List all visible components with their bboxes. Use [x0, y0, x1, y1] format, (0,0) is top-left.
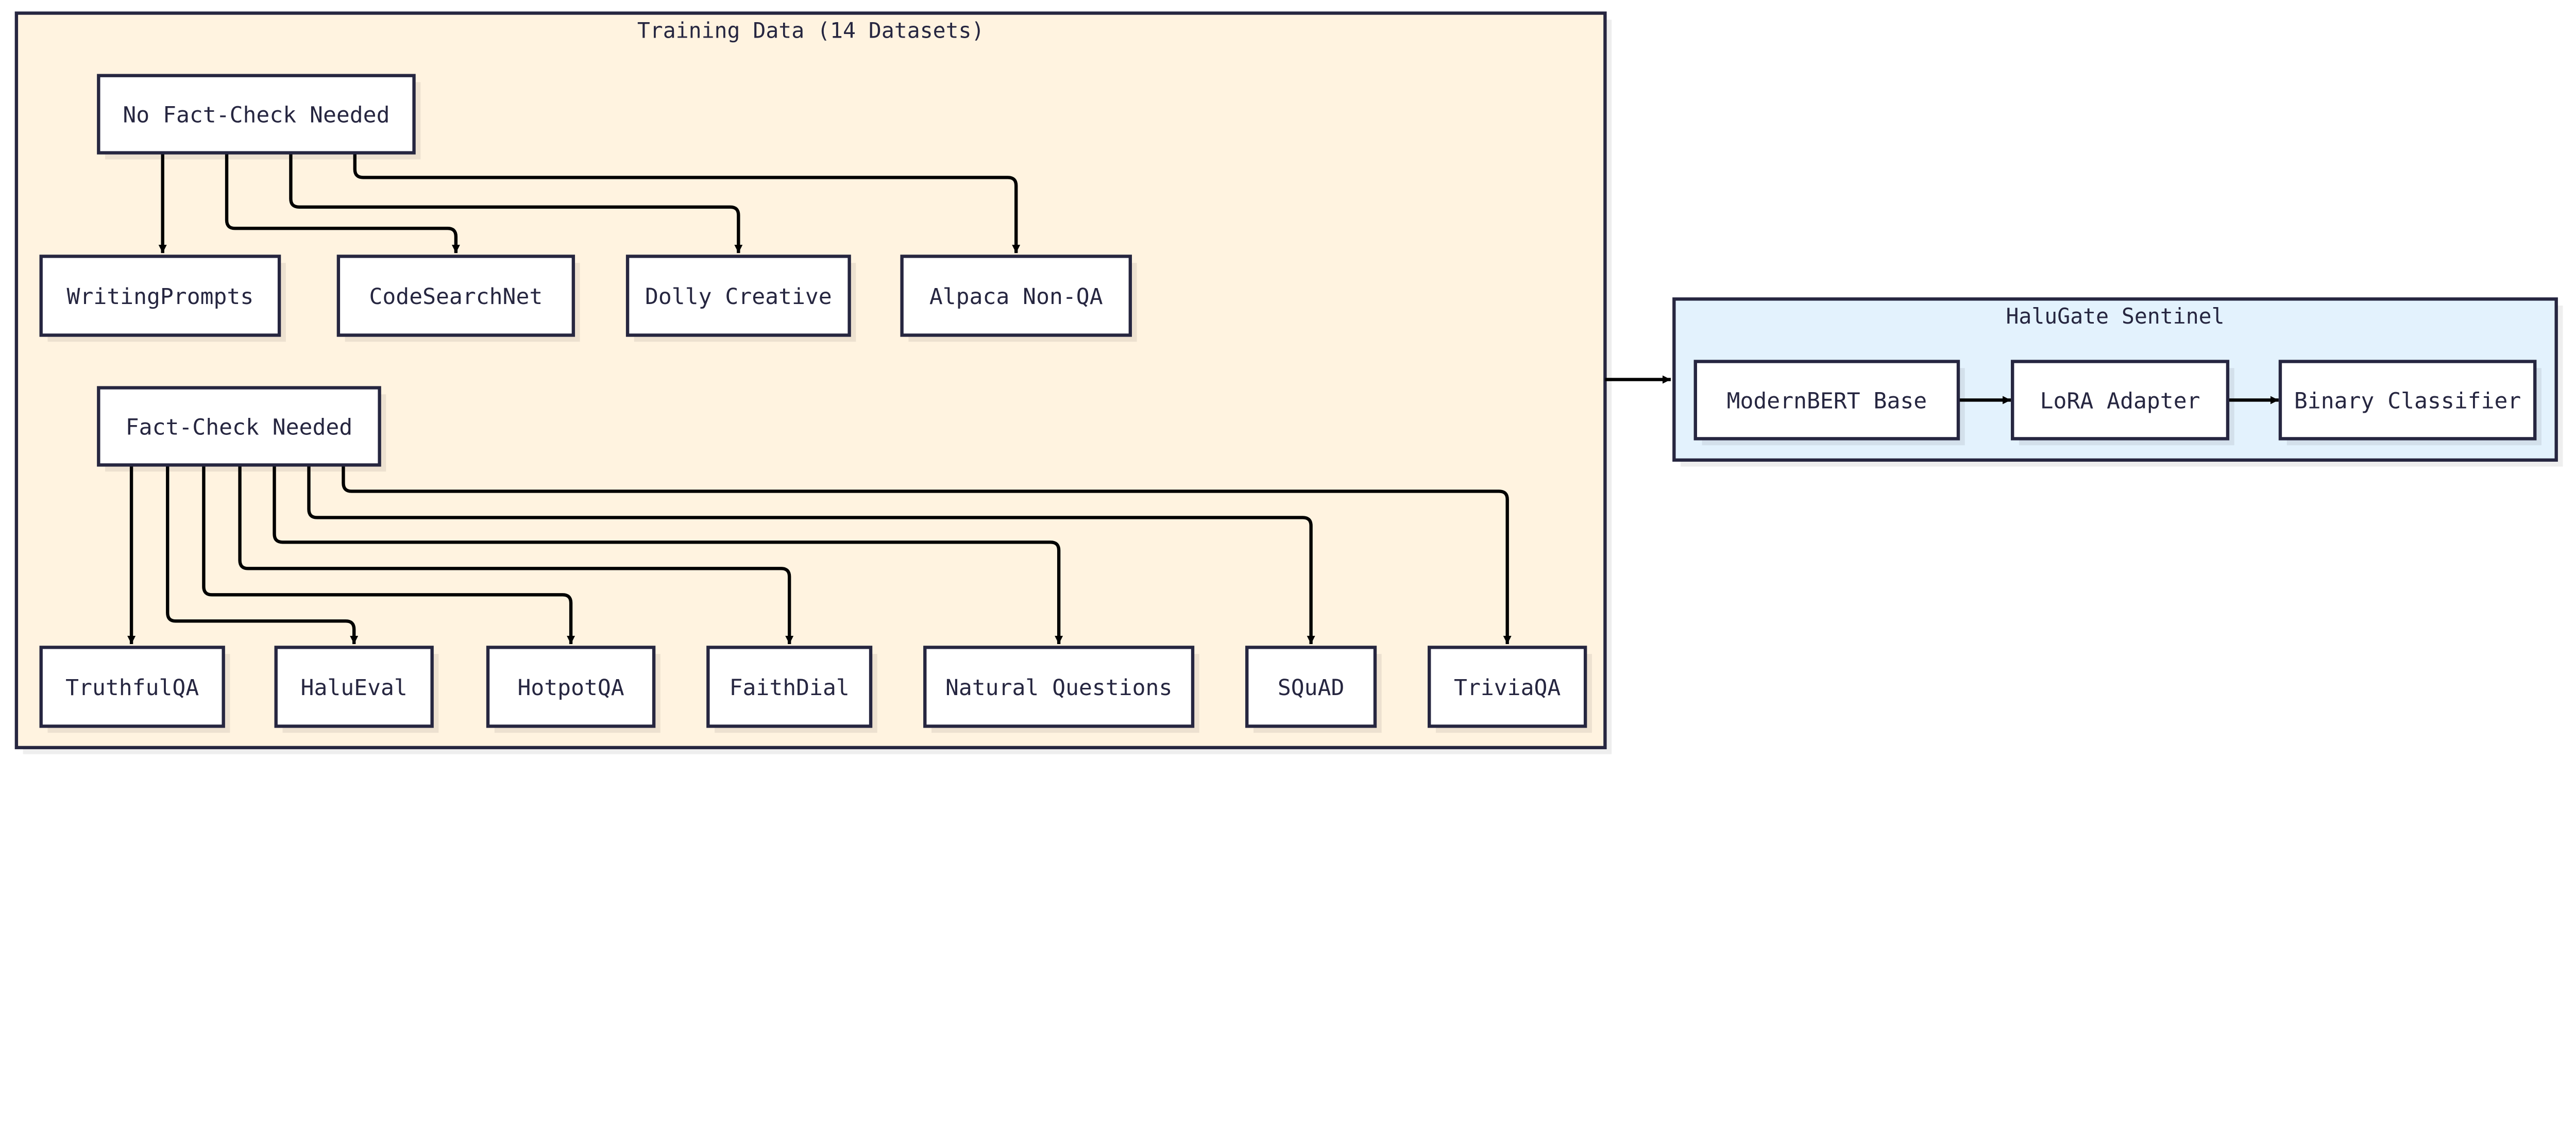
node-codesearchnet[interactable]: CodeSearchNet [336, 255, 580, 342]
node-binary[interactable]: Binary Classifier [2278, 360, 2541, 446]
node-label: HaluEval [301, 675, 408, 701]
node-frame[interactable] [274, 646, 434, 728]
node-frame[interactable] [2011, 360, 2230, 441]
node-frame[interactable] [2278, 360, 2537, 441]
edges-layer [127, 153, 2279, 644]
node-frame[interactable] [706, 646, 873, 728]
edge-fact-squad [307, 465, 1315, 644]
node-frame[interactable] [1428, 646, 1587, 728]
node-hotpotqa[interactable]: HotpotQA [486, 646, 660, 733]
edge-no_fact-alpaca [353, 153, 1021, 254]
node-halueval[interactable]: HaluEval [274, 646, 439, 733]
node-label: TruthfulQA [65, 675, 199, 701]
edge-fact-nq [273, 465, 1063, 644]
diagram: Training Data (14 Datasets) HaluGate Sent… [14, 11, 2563, 754]
node-label: Fact-Check Needed [126, 414, 352, 440]
node-frame[interactable] [625, 255, 851, 337]
node-frame[interactable] [39, 255, 281, 337]
node-frame[interactable] [97, 74, 416, 155]
node-faithdial[interactable]: FaithDial [706, 646, 877, 733]
edge-fact-faithdial [238, 465, 794, 644]
node-frame[interactable] [1245, 646, 1377, 728]
node-alpaca[interactable]: Alpaca Non-QA [900, 255, 1137, 342]
node-label: Alpaca Non-QA [929, 284, 1103, 310]
node-lora[interactable]: LoRA Adapter [2011, 360, 2234, 446]
node-frame[interactable] [39, 646, 225, 728]
group-title: Training Data (14 Datasets) [637, 18, 985, 43]
edge-fact-halueval [166, 465, 359, 644]
node-frame[interactable] [900, 255, 1132, 337]
node-fact[interactable]: Fact-Check Needed [97, 386, 386, 472]
node-frame[interactable] [97, 386, 381, 467]
node-label: WritingPrompts [67, 284, 254, 310]
node-label: LoRA Adapter [2040, 388, 2200, 414]
node-label: HotpotQA [517, 675, 624, 701]
node-label: Binary Classifier [2294, 388, 2521, 414]
node-label: Dolly Creative [645, 284, 832, 310]
node-frame[interactable] [336, 255, 575, 337]
node-triviaqa[interactable]: TriviaQA [1428, 646, 1592, 733]
group-title: HaluGate Sentinel [2006, 304, 2224, 329]
node-frame[interactable] [923, 646, 1195, 728]
node-label: No Fact-Check Needed [123, 103, 389, 128]
node-label: CodeSearchNet [369, 284, 543, 310]
node-truthfulqa[interactable]: TruthfulQA [39, 646, 230, 733]
edge-fact-triviaqa [342, 465, 1512, 644]
edge-no_fact-dolly [289, 153, 743, 254]
edge-no_fact-codesearchnet [225, 153, 460, 254]
node-no_fact[interactable]: No Fact-Check Needed [97, 74, 421, 160]
node-label: ModernBERT Base [1727, 388, 1927, 414]
node-frame[interactable] [486, 646, 656, 728]
node-nq[interactable]: Natural Questions [923, 646, 1199, 733]
node-label: Natural Questions [945, 675, 1172, 701]
node-label: FaithDial [730, 675, 850, 701]
node-squad[interactable]: SQuAD [1245, 646, 1382, 733]
node-dolly[interactable]: Dolly Creative [625, 255, 856, 342]
node-label: TriviaQA [1454, 675, 1561, 701]
node-label: SQuAD [1278, 675, 1345, 701]
node-writingprompts[interactable]: WritingPrompts [39, 255, 286, 342]
node-modernbert[interactable]: ModernBERT Base [1693, 360, 1965, 446]
edge-fact-hotpotqa [202, 465, 575, 644]
node-frame[interactable] [1693, 360, 1960, 441]
